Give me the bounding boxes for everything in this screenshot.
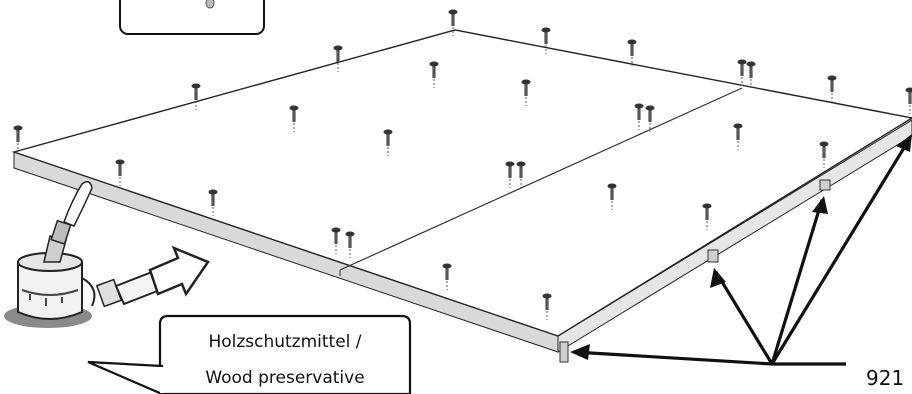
screw-icon: [702, 203, 712, 230]
screw-icon: [13, 125, 23, 152]
screw-icon: [331, 227, 341, 254]
screw-icon: [634, 103, 644, 130]
screw-icon: [607, 183, 617, 210]
screw-icon: [516, 161, 526, 188]
screw-icon: [542, 293, 552, 320]
callout-line-2: Wood preservative: [205, 368, 365, 388]
screw-icon: [627, 39, 637, 66]
paint-can-with-brush-icon: [4, 181, 96, 328]
screw-icon: [645, 105, 655, 132]
screw-icon: [208, 189, 218, 216]
screw-icon: [733, 123, 743, 150]
screw-icon: [505, 161, 515, 188]
screw-icon: [429, 61, 439, 88]
screw-icon: [191, 83, 201, 110]
screw-icon: [333, 45, 343, 72]
screw-icon: [819, 141, 829, 168]
screw-icon: [289, 105, 299, 132]
screw-icon: [737, 59, 747, 86]
screw-icon: [746, 61, 756, 88]
screw-icon: [448, 9, 458, 36]
right-arrow-icon: [95, 245, 210, 308]
callout-bubble: [87, 314, 412, 394]
screw-icon: [345, 231, 355, 258]
part-number: 921: [866, 366, 905, 390]
screw-icon: [541, 27, 551, 54]
screw-icon: [827, 75, 837, 102]
arrowheads: [570, 134, 912, 360]
screw-icon: [115, 159, 125, 186]
callout-line-1: Holzschutzmittel /: [208, 332, 362, 352]
screw-icon: [442, 263, 452, 290]
screw-icon: [905, 87, 912, 114]
floor-panel: [11, 29, 912, 363]
screw-group: [13, 9, 912, 320]
screw-icon: [383, 129, 393, 156]
screw-icon: [521, 79, 531, 106]
inset-box: [119, 0, 265, 35]
pointer-arrows: [573, 137, 912, 366]
